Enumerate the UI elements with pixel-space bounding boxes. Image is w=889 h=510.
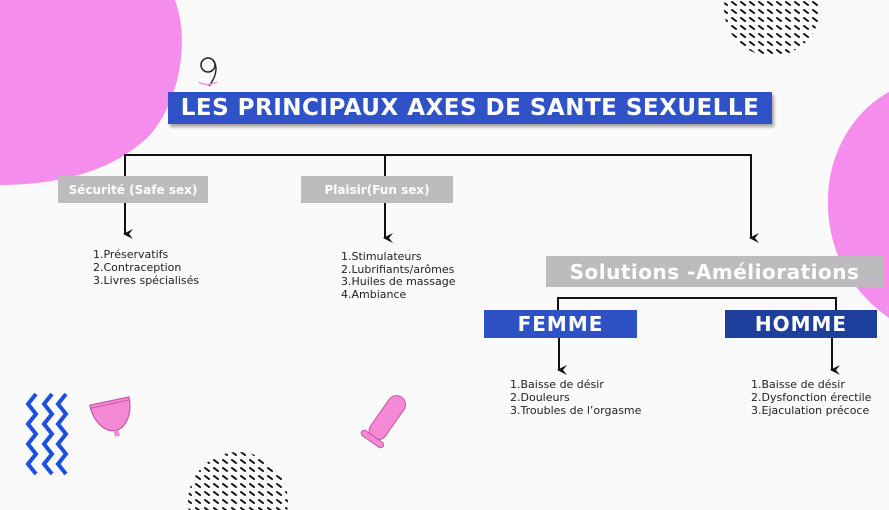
- list-item: 2.Douleurs: [510, 391, 570, 404]
- list-item: 3.Huiles de massage: [341, 275, 456, 288]
- dotted-circle-top: [724, 0, 820, 56]
- category-plaisir: Plaisir(Fun sex): [301, 176, 453, 203]
- list-item: 2.Lubrifiants/arômes: [341, 262, 455, 276]
- zigzag-icon: [25, 392, 69, 476]
- main-title: LES PRINCIPAUX AXES DE SANTE SEXUELLE: [168, 92, 772, 124]
- list-item: 1.Baisse de désir: [751, 378, 845, 391]
- plaisir-list: 1.Stimulateurs 2.Lubrifiants/arômes 3.Hu…: [341, 250, 456, 301]
- homme-list: 1.Baisse de désir 2.Dysfonction érectile…: [751, 378, 871, 417]
- list-item: 2.Contraception: [93, 261, 182, 274]
- category-securite: Sécurité (Safe sex): [58, 176, 208, 203]
- securite-list: 1.Préservatifs 2.Contraception 3.Livres …: [93, 248, 199, 287]
- symbol-doodle: [198, 57, 218, 87]
- femme-list: 1.Baisse de désir 2.Douleurs 3.Troubles …: [510, 378, 641, 417]
- homme-box: HOMME: [725, 310, 877, 338]
- list-item: 1.Préservatifs: [93, 248, 169, 261]
- list-item: 3.Ejaculation précoce: [751, 404, 870, 417]
- list-item: 3.Troubles de l’orgasme: [510, 404, 642, 417]
- femme-box: FEMME: [484, 310, 637, 338]
- condom-icon: [360, 395, 406, 449]
- list-item: 1.Baisse de désir: [510, 378, 604, 391]
- list-item: 4.Ambiance: [341, 287, 407, 301]
- solutions-box: Solutions -Améliorations: [546, 256, 883, 287]
- menstrual-cup-icon: [89, 396, 131, 437]
- list-item: 1.Stimulateurs: [341, 250, 422, 263]
- list-item: 2.Dysfonction érectile: [751, 391, 872, 404]
- list-item: 3.Livres spécialisés: [93, 274, 200, 287]
